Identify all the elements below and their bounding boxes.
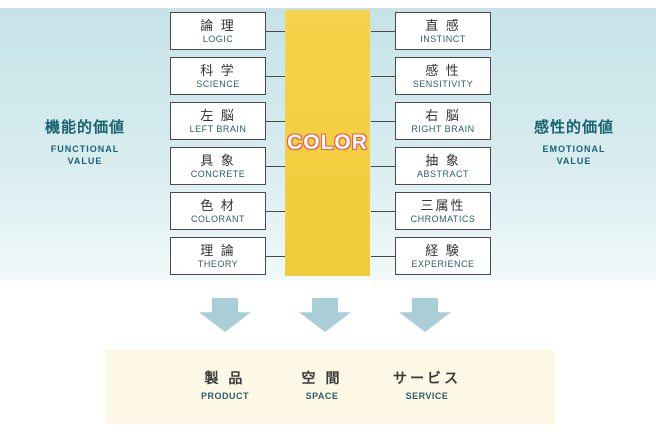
box-concrete: 具 象 CONCRETE: [170, 147, 285, 185]
box-colorant-en: COLORANT: [190, 213, 245, 224]
color-bar: COLOR: [285, 10, 370, 276]
box-abstract-jp: 抽 象: [425, 152, 461, 168]
box-theory-en: THEORY: [197, 258, 239, 269]
box-concrete-en: CONCRETE: [190, 168, 246, 179]
box-chromatics: 三属性 CHROMATICS: [371, 192, 491, 230]
box-abstract: 抽 象 ABSTRACT: [371, 147, 491, 185]
output-product-en: PRODUCT: [201, 391, 249, 401]
functional-value-subtitle-line2: VALUE: [67, 156, 103, 166]
left-box-column: 論 理 LOGIC 科 学 SCIENCE 左 脳 LEFT BRAIN 具 象…: [170, 12, 285, 275]
box-instinct: 直 感 INSTINCT: [371, 12, 491, 50]
box-instinct-en: INSTINCT: [420, 33, 466, 44]
emotional-value-label: 感性的価値 EMOTIONAL VALUE: [492, 116, 656, 167]
functional-value-title: 機能的価値: [44, 119, 125, 136]
down-arrow-center: [299, 298, 351, 332]
box-sensitivity-jp: 感 性: [425, 62, 461, 78]
box-theory-jp: 理 論: [200, 242, 236, 258]
box-experience: 経 験 EXPERIENCE: [371, 237, 491, 275]
box-colorant-jp: 色 材: [200, 197, 236, 213]
output-space: 空 間 SPACE: [302, 370, 343, 402]
box-theory: 理 論 THEORY: [170, 237, 285, 275]
output-space-en: SPACE: [305, 391, 339, 401]
box-experience-jp: 経 験: [425, 242, 461, 258]
box-logic-jp: 論 理: [200, 17, 236, 33]
box-left-brain-en: LEFT BRAIN: [189, 123, 247, 134]
box-science: 科 学 SCIENCE: [170, 57, 285, 95]
box-left-brain: 左 脳 LEFT BRAIN: [170, 102, 285, 140]
output-service-en: SERVICE: [405, 391, 449, 401]
down-arrow-left: [199, 298, 251, 332]
box-chromatics-jp: 三属性: [420, 197, 466, 213]
emotional-value-subtitle: EMOTIONAL VALUE: [492, 143, 656, 167]
box-colorant: 色 材 COLORANT: [170, 192, 285, 230]
functional-value-subtitle: FUNCTIONAL VALUE: [0, 143, 170, 167]
output-space-jp: 空 間: [301, 370, 343, 386]
box-concrete-jp: 具 象: [200, 152, 236, 168]
color-bar-label: COLOR: [287, 131, 368, 154]
box-left-brain-jp: 左 脳: [200, 107, 236, 123]
box-logic: 論 理 LOGIC: [170, 12, 285, 50]
box-instinct-jp: 直 感: [425, 17, 461, 33]
output-panel: 製 品 PRODUCT 空 間 SPACE サービス SERVICE: [105, 350, 555, 424]
output-service: サービス SERVICE: [393, 370, 461, 402]
box-experience-en: EXPERIENCE: [411, 258, 475, 269]
functional-value-subtitle-line1: FUNCTIONAL: [50, 144, 120, 154]
emotional-value-subtitle-line1: EMOTIONAL: [542, 144, 606, 154]
box-right-brain: 右 脳 RIGHT BRAIN: [371, 102, 491, 140]
box-right-brain-jp: 右 脳: [425, 107, 461, 123]
output-product-jp: 製 品: [204, 370, 246, 386]
emotional-value-title: 感性的価値: [533, 119, 614, 136]
box-science-en: SCIENCE: [196, 78, 240, 89]
box-abstract-en: ABSTRACT: [416, 168, 469, 179]
emotional-value-subtitle-line2: VALUE: [556, 156, 592, 166]
functional-value-label: 機能的価値 FUNCTIONAL VALUE: [0, 116, 170, 167]
right-box-column: 直 感 INSTINCT 感 性 SENSITIVITY 右 脳 RIGHT B…: [371, 12, 491, 275]
output-service-jp: サービス: [393, 370, 461, 386]
box-logic-en: LOGIC: [202, 33, 234, 44]
output-product: 製 品 PRODUCT: [201, 370, 249, 402]
box-science-jp: 科 学: [200, 62, 236, 78]
box-sensitivity: 感 性 SENSITIVITY: [371, 57, 491, 95]
box-chromatics-en: CHROMATICS: [410, 213, 476, 224]
box-right-brain-en: RIGHT BRAIN: [411, 123, 475, 134]
box-sensitivity-en: SENSITIVITY: [412, 78, 474, 89]
down-arrow-right: [399, 298, 451, 332]
